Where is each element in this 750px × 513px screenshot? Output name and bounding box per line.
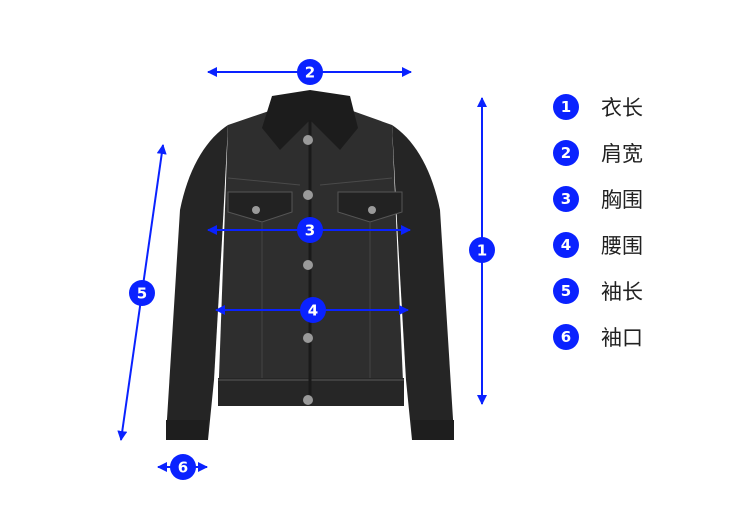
legend-label: 袖长 <box>601 280 643 304</box>
svg-text:3: 3 <box>305 222 315 240</box>
svg-text:1: 1 <box>477 242 487 260</box>
button <box>303 395 313 405</box>
badge-cuff: 6 <box>170 454 196 480</box>
legend-badge: 1 <box>553 94 579 120</box>
legend-item-sleeve: 5 袖长 <box>553 278 723 324</box>
legend-badge: 5 <box>553 278 579 304</box>
legend-badge: 3 <box>553 186 579 212</box>
legend-item-shoulder: 2 肩宽 <box>553 140 723 186</box>
svg-text:5: 5 <box>137 285 147 303</box>
legend-item-length: 1 衣长 <box>553 94 723 140</box>
badge-length: 1 <box>469 237 495 263</box>
left-chest-flap <box>227 191 293 223</box>
jacket-image <box>166 90 454 440</box>
svg-text:2: 2 <box>305 64 315 82</box>
legend-badge: 4 <box>553 232 579 258</box>
badge-chest: 3 <box>297 217 323 243</box>
left-sleeve <box>166 125 228 440</box>
left-cuff <box>166 420 208 440</box>
right-cuff <box>412 420 454 440</box>
measurement-legend: 1 衣长 2 肩宽 3 胸围 4 腰围 5 袖长 6 袖口 <box>553 94 723 370</box>
legend-badge: 2 <box>553 140 579 166</box>
button <box>252 206 260 214</box>
svg-text:4: 4 <box>308 302 318 320</box>
button <box>368 206 376 214</box>
button <box>303 190 313 200</box>
legend-label: 腰围 <box>601 234 643 258</box>
badge-sleeve: 5 <box>129 280 155 306</box>
legend-badge: 6 <box>553 324 579 350</box>
badge-shoulder: 2 <box>297 59 323 85</box>
badge-waist: 4 <box>300 297 326 323</box>
button <box>303 333 313 343</box>
legend-label: 肩宽 <box>601 142 643 166</box>
button <box>303 260 313 270</box>
button <box>303 135 313 145</box>
diagram-badges: 1 2 3 4 5 6 <box>129 59 495 480</box>
legend-item-waist: 4 腰围 <box>553 232 723 278</box>
legend-label: 胸围 <box>601 188 643 212</box>
right-sleeve <box>392 125 454 440</box>
legend-label: 袖口 <box>601 326 643 350</box>
legend-item-chest: 3 胸围 <box>553 186 723 232</box>
legend-item-cuff: 6 袖口 <box>553 324 723 370</box>
svg-text:6: 6 <box>178 459 188 477</box>
legend-label: 衣长 <box>601 96 643 120</box>
